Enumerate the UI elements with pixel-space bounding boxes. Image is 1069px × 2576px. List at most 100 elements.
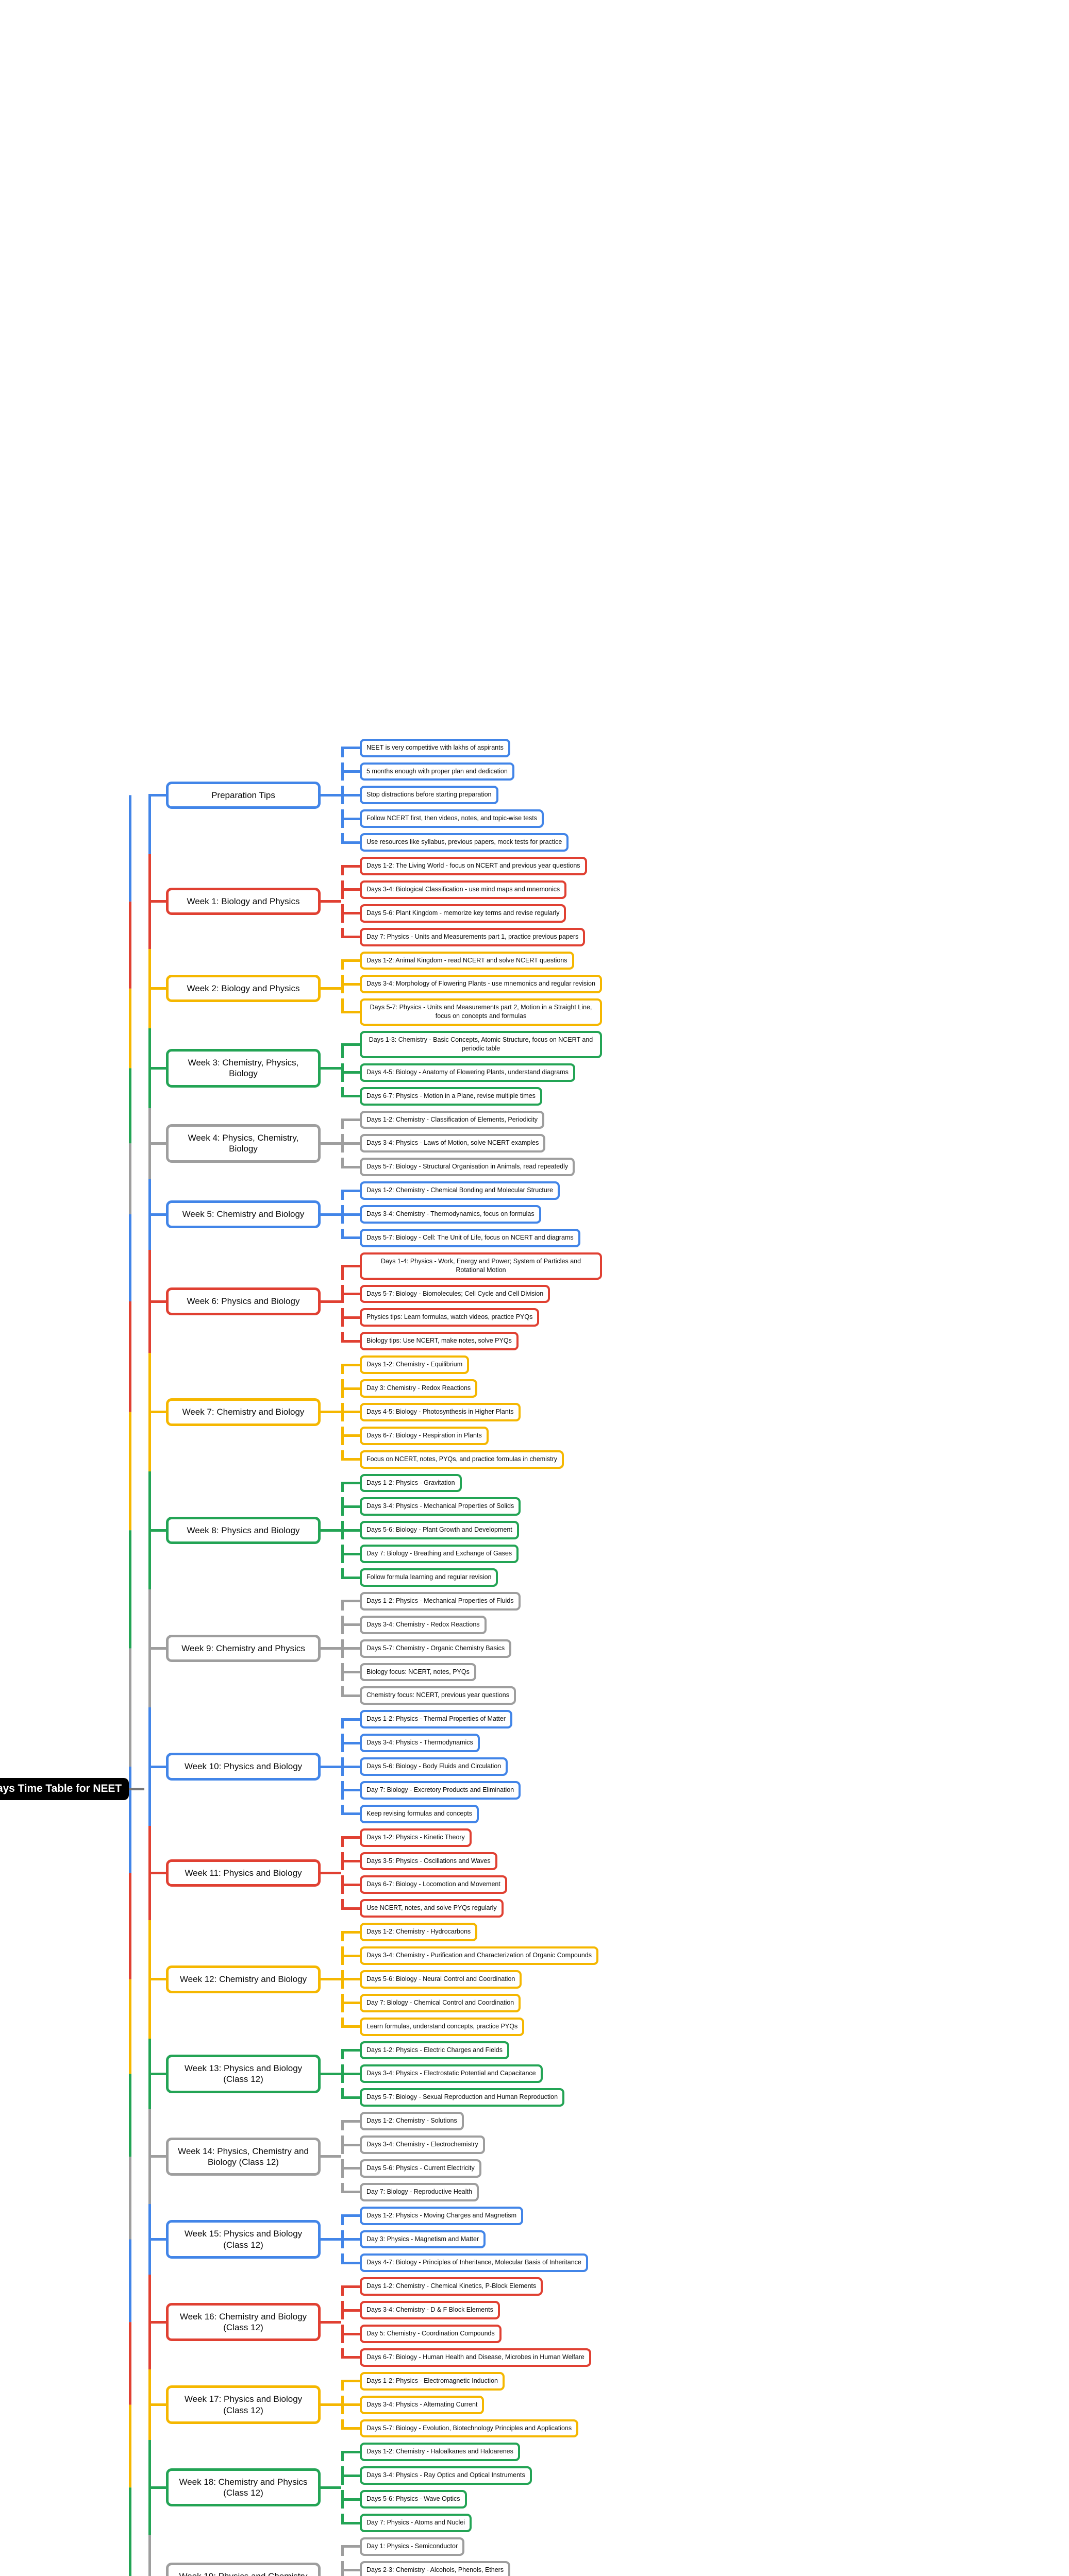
leaf-wrap: Days 3-4: Physics - Thermodynamics	[360, 1734, 480, 1753]
branch-node[interactable]: Week 10: Physics and Biology	[166, 1753, 321, 1781]
leaf-node[interactable]: Chemistry focus: NCERT, previous year qu…	[360, 1686, 516, 1705]
branch-node[interactable]: Week 18: Chemistry and Physics (Class 12…	[166, 2468, 321, 2507]
leaf-node[interactable]: Days 1-2: Physics - Mechanical Propertie…	[360, 1591, 521, 1611]
leaf-node[interactable]: Learn formulas, understand concepts, pra…	[360, 2017, 525, 2036]
branch-node[interactable]: Week 7: Chemistry and Biology	[166, 1398, 321, 1426]
root-node[interactable]: 150 Days Time Table for NEET	[0, 1777, 129, 1801]
leaf-node[interactable]: Use NCERT, notes, and solve PYQs regular…	[360, 1899, 504, 1918]
branch-node[interactable]: Week 17: Physics and Biology (Class 12)	[166, 2385, 321, 2424]
branch-node[interactable]: Week 8: Physics and Biology	[166, 1516, 321, 1544]
branch-node[interactable]: Week 15: Physics and Biology (Class 12)	[166, 2220, 321, 2259]
branch-node[interactable]: Week 5: Chemistry and Biology	[166, 1200, 321, 1228]
leaf-node[interactable]: Biology focus: NCERT, notes, PYQs	[360, 1663, 476, 1682]
leaf-node[interactable]: Days 3-4: Physics - Alternating Current	[360, 2395, 485, 2414]
branch-node[interactable]: Week 4: Physics, Chemistry, Biology	[166, 1124, 321, 1163]
branch-node[interactable]: Week 16: Chemistry and Biology (Class 12…	[166, 2302, 321, 2342]
leaf-node[interactable]: Days 1-3: Chemistry - Basic Concepts, At…	[360, 1031, 602, 1058]
leaf-node[interactable]: Days 5-7: Biology - Sexual Reproduction …	[360, 2088, 565, 2107]
leaf-node[interactable]: Days 4-7: Biology - Principles of Inheri…	[360, 2253, 588, 2273]
leaf-node[interactable]: Follow NCERT first, then videos, notes, …	[360, 809, 544, 828]
leaf-node[interactable]: Day 1: Physics - Semiconductor	[360, 2537, 465, 2556]
leaf-node[interactable]: Days 3-4: Chemistry - Electrochemistry	[360, 2136, 485, 2154]
leaf-node[interactable]: Days 2-3: Chemistry - Alcohols, Phenols,…	[360, 2561, 511, 2576]
leaf-node[interactable]: Biology tips: Use NCERT, make notes, sol…	[360, 1332, 519, 1351]
leaf-node[interactable]: Days 1-2: Chemistry - Hydrocarbons	[360, 1923, 478, 1942]
leaf-node[interactable]: Days 3-4: Chemistry - Purification and C…	[360, 1946, 598, 1965]
leaf-node[interactable]: Days 1-2: Chemistry - Classification of …	[360, 1110, 545, 1129]
leaf-node[interactable]: NEET is very competitive with lakhs of a…	[360, 738, 510, 757]
leaf-node[interactable]: Days 1-2: Physics - Kinetic Theory	[360, 1828, 472, 1847]
leaf-node[interactable]: Days 5-7: Biology - Evolution, Biotechno…	[360, 2419, 579, 2438]
branch-node[interactable]: Week 1: Biology and Physics	[166, 888, 321, 916]
branch-node[interactable]: Week 14: Physics, Chemistry and Biology …	[166, 2137, 321, 2176]
branch-node[interactable]: Week 2: Biology and Physics	[166, 975, 321, 1003]
branch-node[interactable]: Week 9: Chemistry and Physics	[166, 1635, 321, 1663]
leaf-node[interactable]: Days 3-4: Chemistry - Redox Reactions	[360, 1615, 487, 1634]
leaf-node[interactable]: Days 1-2: Physics - Electromagnetic Indu…	[360, 2371, 505, 2391]
leaf-node[interactable]: Days 1-2: Physics - Moving Charges and M…	[360, 2206, 524, 2225]
leaf-node[interactable]: Day 7: Biology - Reproductive Health	[360, 2182, 479, 2201]
leaf-node[interactable]: Day 7: Biology - Excretory Products and …	[360, 1781, 521, 1800]
leaf-node[interactable]: Days 6-7: Biology - Locomotion and Movem…	[360, 1875, 507, 1894]
leaf-node[interactable]: Days 1-2: Animal Kingdom - read NCERT an…	[360, 951, 574, 970]
leaf-node[interactable]: Day 7: Physics - Units and Measurements …	[360, 927, 586, 946]
branch-node[interactable]: Week 6: Physics and Biology	[166, 1287, 321, 1315]
leaf-node[interactable]: Day 3: Physics - Magnetism and Matter	[360, 2230, 486, 2249]
leaf-node[interactable]: Days 5-7: Biology - Biomolecules; Cell C…	[360, 1284, 550, 1303]
leaf-node[interactable]: Days 3-4: Chemistry - D & F Block Elemen…	[360, 2301, 500, 2320]
leaf-node[interactable]: Days 1-2: The Living World - focus on NC…	[360, 857, 587, 875]
leaf-node[interactable]: Days 1-2: Physics - Gravitation	[360, 1473, 462, 1493]
leaf-node[interactable]: Days 5-7: Chemistry - Organic Chemistry …	[360, 1639, 512, 1658]
leaf-node[interactable]: Days 3-4: Chemistry - Thermodynamics, fo…	[360, 1205, 541, 1224]
leaf-wrap: Days 1-2: Physics - Mechanical Propertie…	[360, 1591, 521, 1611]
leaf-node[interactable]: Days 5-6: Biology - Body Fluids and Circ…	[360, 1757, 508, 1776]
leaf-node[interactable]: Days 5-6: Physics - Wave Optics	[360, 2490, 467, 2509]
leaf-node[interactable]: Days 5-7: Physics - Units and Measuremen…	[360, 998, 602, 1026]
leaf-node[interactable]: Days 3-5: Physics - Oscillations and Wav…	[360, 1852, 497, 1871]
leaf-node[interactable]: Days 3-4: Biological Classification - us…	[360, 880, 567, 899]
branch-node[interactable]: Week 13: Physics and Biology (Class 12)	[166, 2055, 321, 2093]
leaf-node[interactable]: Stop distractions before starting prepar…	[360, 786, 498, 805]
leaf-node[interactable]: Days 1-2: Physics - Thermal Properties o…	[360, 1710, 512, 1729]
leaf-node[interactable]: Days 1-2: Chemistry - Chemical Kinetics,…	[360, 2277, 543, 2296]
branch-node[interactable]: Week 19: Physics and Chemistry (Class 12…	[166, 2563, 321, 2576]
leaf-node[interactable]: Days 4-5: Biology - Photosynthesis in Hi…	[360, 1402, 521, 1421]
leaf-node[interactable]: Keep revising formulas and concepts	[360, 1804, 479, 1823]
leaf-node[interactable]: Days 5-6: Physics - Current Electricity	[360, 2159, 481, 2178]
leaf-node[interactable]: Physics tips: Learn formulas, watch vide…	[360, 1308, 540, 1327]
branch-node[interactable]: Preparation Tips	[166, 781, 321, 809]
branch-node[interactable]: Week 3: Chemistry, Physics, Biology	[166, 1049, 321, 1088]
leaf-node[interactable]: Days 6-7: Biology - Human Health and Dis…	[360, 2348, 591, 2367]
leaf-node[interactable]: Days 1-4: Physics - Work, Energy and Pow…	[360, 1252, 602, 1280]
leaf-node[interactable]: Day 7: Physics - Atoms and Nuclei	[360, 2514, 472, 2532]
leaf-node[interactable]: Days 1-2: Physics - Electric Charges and…	[360, 2041, 509, 2060]
leaf-node[interactable]: Days 5-6: Plant Kingdom - memorize key t…	[360, 904, 566, 923]
leaf-node[interactable]: Days 3-4: Morphology of Flowering Plants…	[360, 975, 602, 994]
branch-node[interactable]: Week 11: Physics and Biology	[166, 1859, 321, 1887]
leaf-node[interactable]: Follow formula learning and regular revi…	[360, 1568, 498, 1587]
leaf-node[interactable]: Day 5: Chemistry - Coordination Compound…	[360, 2325, 502, 2343]
leaf-node[interactable]: Days 6-7: Physics - Motion in a Plane, r…	[360, 1087, 542, 1106]
leaf-node[interactable]: Days 1-2: Chemistry - Haloalkanes and Ha…	[360, 2443, 520, 2462]
leaf-node[interactable]: Days 1-2: Chemistry - Equilibrium	[360, 1355, 470, 1375]
leaf-node[interactable]: Days 4-5: Biology - Anatomy of Flowering…	[360, 1063, 575, 1082]
leaf-node[interactable]: Days 6-7: Biology - Respiration in Plant…	[360, 1426, 489, 1445]
leaf-node[interactable]: Days 3-4: Physics - Mechanical Propertie…	[360, 1497, 521, 1516]
leaf-node[interactable]: Days 3-4: Physics - Laws of Motion, solv…	[360, 1134, 546, 1153]
leaf-node[interactable]: Days 3-4: Physics - Ray Optics and Optic…	[360, 2466, 532, 2485]
leaf-node[interactable]: Days 5-7: Biology - Structural Organisat…	[360, 1158, 575, 1177]
leaf-node[interactable]: Days 3-4: Physics - Thermodynamics	[360, 1734, 480, 1753]
leaf-node[interactable]: Days 5-7: Biology - Cell: The Unit of Li…	[360, 1228, 580, 1247]
leaf-node[interactable]: Days 1-2: Chemistry - Chemical Bonding a…	[360, 1181, 560, 1200]
leaf-node[interactable]: Use resources like syllabus, previous pa…	[360, 833, 569, 852]
leaf-node[interactable]: Days 5-6: Biology - Neural Control and C…	[360, 1970, 522, 1989]
leaf-node[interactable]: Days 3-4: Physics - Electrostatic Potent…	[360, 2064, 543, 2083]
branch-node[interactable]: Week 12: Chemistry and Biology	[166, 1965, 321, 1993]
leaf-node[interactable]: Day 7: Biology - Breathing and Exchange …	[360, 1545, 519, 1564]
leaf-node[interactable]: Days 1-2: Chemistry - Solutions	[360, 2112, 464, 2131]
leaf-node[interactable]: Day 3: Chemistry - Redox Reactions	[360, 1379, 478, 1398]
leaf-node[interactable]: Day 7: Biology - Chemical Control and Co…	[360, 1993, 521, 2012]
leaf-node[interactable]: 5 months enough with proper plan and ded…	[360, 762, 514, 781]
leaf-node[interactable]: Days 5-6: Biology - Plant Growth and Dev…	[360, 1521, 519, 1540]
leaf-node[interactable]: Focus on NCERT, notes, PYQs, and practic…	[360, 1450, 564, 1469]
